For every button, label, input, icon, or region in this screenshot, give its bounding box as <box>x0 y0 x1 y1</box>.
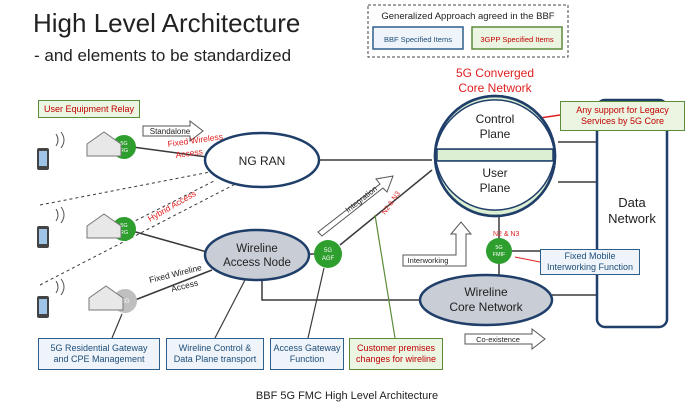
house-icon <box>86 213 122 239</box>
legacy-services-line2: Services by 5G Core <box>580 116 665 126</box>
ng-ran-label: NG RAN <box>239 154 286 168</box>
node-label: RG <box>121 299 130 305</box>
figure-caption: BBF 5G FMC High Level Architecture <box>256 390 438 402</box>
fixed-mobile-interworking-box: Fixed Mobile Interworking Function <box>540 249 640 275</box>
residential-gateway-line2: and CPE Management <box>53 354 145 364</box>
wireline-access-node-line2: Access Node <box>223 257 291 269</box>
co-existence-label: Co-existence <box>476 335 520 344</box>
node-5g-agf: 5G AGF <box>314 240 342 268</box>
customer-premises-box: Customer premises changes for wireline <box>349 338 443 370</box>
user-equipment-relay-label: User Equipment Relay <box>43 103 135 114</box>
fixed-mobile-interworking-line1: Fixed Mobile <box>564 251 616 261</box>
node-label: AGF <box>322 256 335 262</box>
house-icon <box>88 285 124 311</box>
wireline-access-node-ellipse <box>203 228 311 282</box>
control-plane-line2: Plane <box>480 127 511 141</box>
wireline-control-line2: Data Plane transport <box>173 354 257 364</box>
access-gateway-box: Access Gateway Function <box>270 338 344 370</box>
page-title: High Level Architecture <box>33 8 301 38</box>
data-network-label-line2: Network <box>608 211 656 226</box>
node-label: 5G <box>120 223 127 229</box>
residential-gateway-box: 5G Residential Gateway and CPE Managemen… <box>38 338 160 370</box>
node-label: FMIF <box>493 252 506 258</box>
legacy-link <box>539 114 561 119</box>
wireline-control-line1: Wireline Control & <box>178 343 252 353</box>
legacy-services-line1: Any support for Legacy <box>576 105 669 115</box>
node-label: RG <box>120 148 128 154</box>
fixed-wireline-access-label: Access <box>170 278 199 294</box>
ng-ran-ellipse <box>203 131 321 189</box>
customer-premises-line2: changes for wireline <box>355 354 437 364</box>
control-plane-line1: Control <box>476 112 515 126</box>
node-label: 5G <box>120 141 127 147</box>
fixed-wireless-access-label: Access <box>175 146 204 160</box>
legend-heading: Generalized Approach agreed in the BBF <box>381 11 554 22</box>
access-gateway-line2: Function <box>289 354 325 364</box>
access-gateway-line1: Access Gateway <box>273 343 341 353</box>
core-network-circle <box>433 94 557 218</box>
fmif-link <box>514 256 541 263</box>
user-equipment-relay-box: User Equipment Relay <box>38 100 140 118</box>
node-label: 5G <box>495 245 502 251</box>
callout-lines <box>111 267 325 339</box>
interworking-arrow: Interworking <box>402 221 473 267</box>
node-label: RG <box>120 230 128 236</box>
n2-n3-label: N2 & N3 <box>381 190 402 216</box>
wireless-signal-icon <box>55 131 65 296</box>
legacy-services-box: Any support for Legacy Services by 5G Co… <box>560 101 685 131</box>
legend-3gpp-items: 3GPP Specified Items <box>480 35 553 44</box>
house-icon <box>86 131 122 157</box>
dashed-wireless-links <box>39 171 246 286</box>
core-network-title-line2: Core Network <box>458 81 532 95</box>
co-existence-arrow: Co-existence <box>464 327 546 351</box>
page-subtitle: - and elements to be standardized <box>34 46 292 65</box>
hybrid-access-label: Hybrid Access <box>146 188 198 224</box>
node-5g-fmif: 5G FMIF <box>486 238 512 264</box>
wireline-control-box: Wireline Control & Data Plane transport <box>166 338 264 370</box>
user-plane-line2: Plane <box>480 181 511 195</box>
customer-premises-link <box>374 214 396 339</box>
phone-icon <box>37 296 49 318</box>
wireline-core-network-ellipse <box>418 273 554 327</box>
data-network-label-line1: Data <box>618 195 646 210</box>
phone-icon <box>37 226 49 248</box>
legend-bbf-items: BBF Specified Items <box>384 35 452 44</box>
residential-gateway-line1: 5G Residential Gateway <box>50 343 148 353</box>
integration-label: Integration <box>344 184 379 214</box>
standalone-arrow: Standalone <box>142 119 204 143</box>
legend: Generalized Approach agreed in the BBF B… <box>367 4 569 58</box>
wireline-core-line2: Core Network <box>449 300 523 314</box>
integration-arrow: Integration <box>317 175 394 237</box>
customer-premises-line1: Customer premises <box>356 343 436 353</box>
n2-n3-label: N2 & N3 <box>493 231 520 238</box>
node-label: 5G <box>324 248 332 254</box>
phone-icon <box>37 148 49 170</box>
wireline-core-line1: Wireline <box>464 285 508 299</box>
user-plane-line1: User <box>482 166 507 180</box>
interworking-label: Interworking <box>408 256 449 265</box>
standalone-label: Standalone <box>150 127 191 136</box>
wireline-access-node-line1: Wireline <box>236 243 278 255</box>
core-network-title-line1: 5G Converged <box>456 66 534 80</box>
fixed-mobile-interworking-line2: Interworking Function <box>546 262 634 272</box>
